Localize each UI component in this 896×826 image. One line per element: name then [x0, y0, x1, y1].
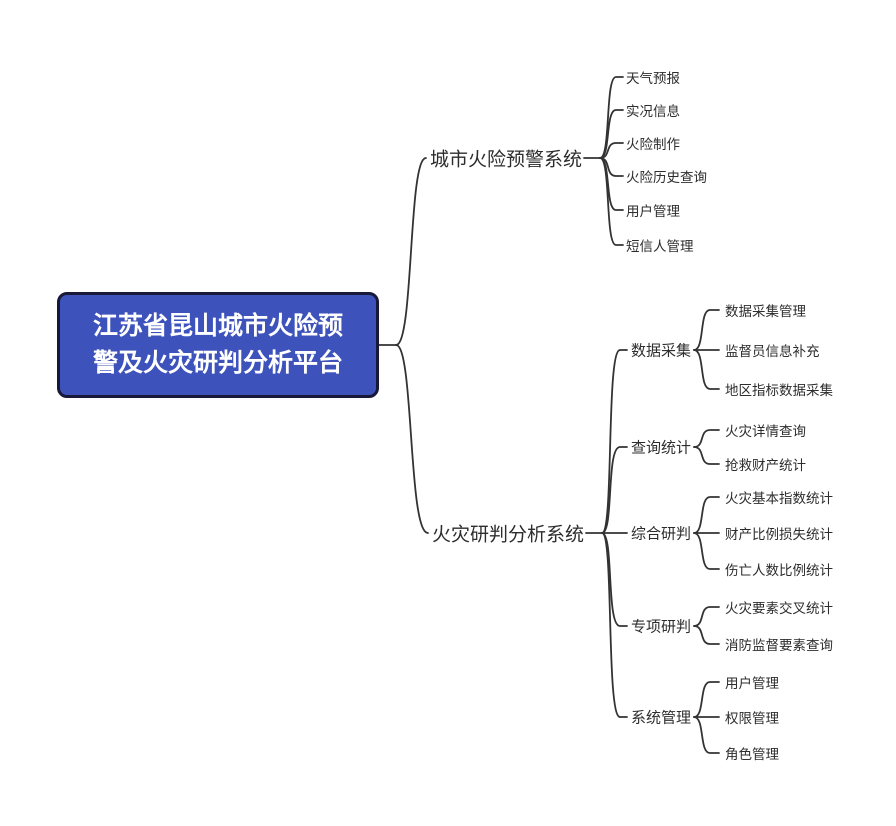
leaf-node[interactable]: 数据采集管理	[725, 304, 806, 319]
leaf-node[interactable]: 抢救财产统计	[725, 458, 806, 473]
leaf-node[interactable]: 火险制作	[626, 137, 680, 152]
leaf-node[interactable]: 短信人管理	[626, 239, 694, 254]
sub-branch-system-management[interactable]: 系统管理	[631, 709, 692, 727]
leaf-node[interactable]: 火灾要素交叉统计	[725, 601, 833, 616]
sub-branch-data-collection[interactable]: 数据采集	[631, 342, 692, 360]
leaf-node[interactable]: 监督员信息补充	[725, 344, 820, 359]
leaf-node[interactable]: 伤亡人数比例统计	[725, 563, 833, 578]
root-topic[interactable]: 江苏省昆山城市火险预 警及火灾研判分析平台	[57, 292, 379, 398]
leaf-node[interactable]: 火险历史查询	[626, 170, 707, 185]
root-topic-line-2: 警及火灾研判分析平台	[92, 349, 343, 377]
root-topic-line-1: 江苏省昆山城市火险预	[92, 312, 343, 340]
sub-branch-comprehensive-analysis[interactable]: 综合研判	[631, 525, 692, 543]
sub-branch-query-stats[interactable]: 查询统计	[631, 439, 692, 457]
leaf-node[interactable]: 消防监督要素查询	[725, 638, 833, 653]
leaf-node[interactable]: 用户管理	[626, 204, 680, 219]
connector-root-branch2	[395, 344, 429, 534]
branch-node-fire-analysis[interactable]: 火灾研判分析系统	[432, 524, 585, 546]
leaf-node[interactable]: 用户管理	[725, 676, 779, 691]
leaf-node[interactable]: 火灾基本指数统计	[725, 491, 833, 506]
leaf-node[interactable]: 地区指标数据采集	[725, 383, 833, 398]
leaf-node[interactable]: 财产比例损失统计	[725, 527, 833, 542]
leaf-node[interactable]: 角色管理	[725, 747, 779, 762]
branch-node-city-fire-warning[interactable]: 城市火险预警系统	[430, 149, 583, 171]
leaf-node[interactable]: 权限管理	[725, 711, 779, 726]
sub-branch-special-analysis[interactable]: 专项研判	[631, 618, 692, 636]
connector-root-branch1	[395, 157, 427, 346]
leaf-node[interactable]: 天气预报	[626, 71, 680, 86]
leaf-node[interactable]: 实况信息	[626, 104, 680, 119]
leaf-node[interactable]: 火灾详情查询	[725, 424, 806, 439]
